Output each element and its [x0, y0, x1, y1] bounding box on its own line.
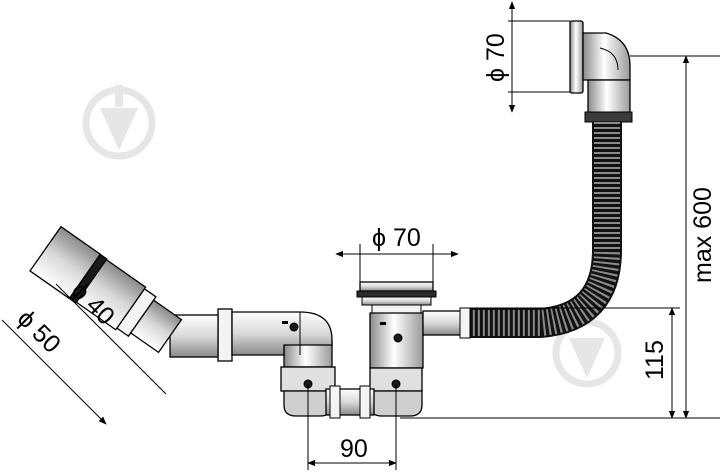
trap-spacing-label: 90 — [340, 435, 368, 463]
drain-diameter-label: ϕ 70 — [372, 224, 421, 252]
pipe-diameter-large-label: ϕ 50 — [12, 304, 66, 358]
outlet-elbow — [169, 308, 333, 362]
overflow-head — [569, 20, 633, 123]
watermark-logo-left — [82, 85, 156, 160]
height-max-label: max 600 — [689, 187, 717, 283]
drain-valve: ϕ 70 — [335, 224, 471, 369]
pipe-diameter-50-dimension: ϕ 50 — [1, 304, 107, 425]
trap-spacing-dimension: 90 — [307, 384, 397, 470]
trap-height-label: 115 — [641, 340, 669, 380]
outlet-angled-pipe — [29, 225, 183, 354]
flexible-overflow-hose — [468, 122, 622, 338]
overflow-diameter-label: ϕ 70 — [482, 33, 510, 82]
overflow-diameter-dimension: ϕ 70 — [482, 1, 570, 113]
height-dimension: max 600 — [400, 55, 720, 419]
trap-height-dimension: 115 — [470, 307, 680, 419]
